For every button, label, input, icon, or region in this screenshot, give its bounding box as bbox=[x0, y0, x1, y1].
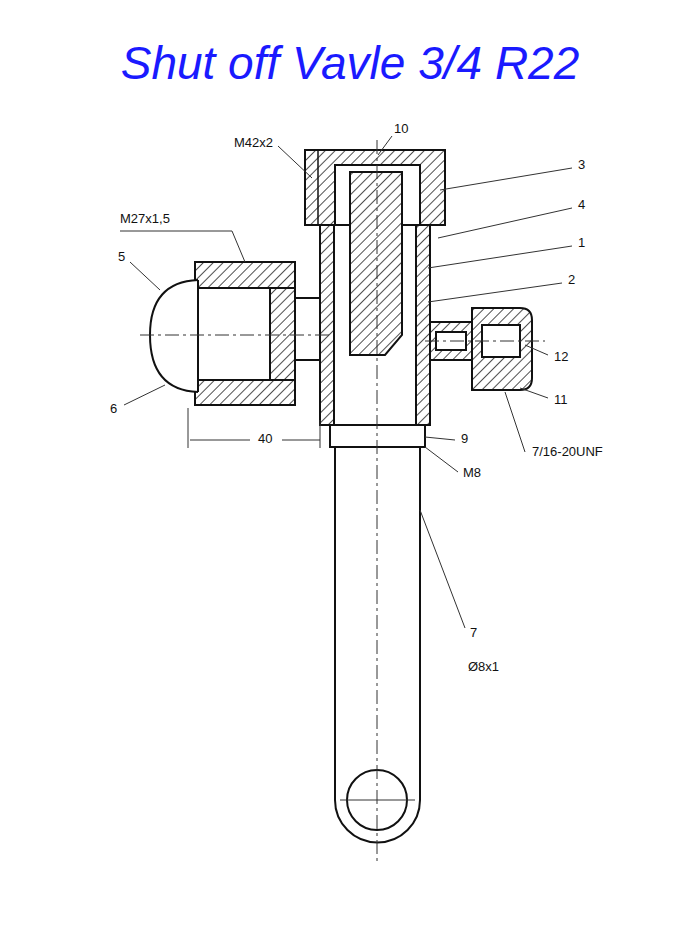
thread-label: M8 bbox=[461, 466, 483, 480]
callout-number: 5 bbox=[116, 250, 127, 264]
part-label: M42x2 bbox=[232, 136, 275, 150]
thread-label: M27x1,5 bbox=[118, 212, 172, 226]
callout-number: 11 bbox=[552, 393, 570, 407]
dimension-label: Ø8x1 bbox=[466, 660, 501, 674]
callout-number: 12 bbox=[552, 350, 570, 364]
callout-number: 10 bbox=[392, 122, 410, 136]
dimension-label: 40 bbox=[256, 432, 274, 446]
diagram-title: Shut off Vavle 3/4 R22 bbox=[0, 38, 700, 89]
callout-number: 1 bbox=[576, 236, 587, 250]
callout-number: 6 bbox=[108, 402, 119, 416]
callout-number: 9 bbox=[459, 432, 470, 446]
thread-label: 7/16-20UNF bbox=[530, 445, 605, 459]
callout-number: 2 bbox=[566, 273, 577, 287]
callout-number: 3 bbox=[576, 158, 587, 172]
callout-number: 7 bbox=[468, 626, 479, 640]
callout-number: 4 bbox=[576, 198, 587, 212]
